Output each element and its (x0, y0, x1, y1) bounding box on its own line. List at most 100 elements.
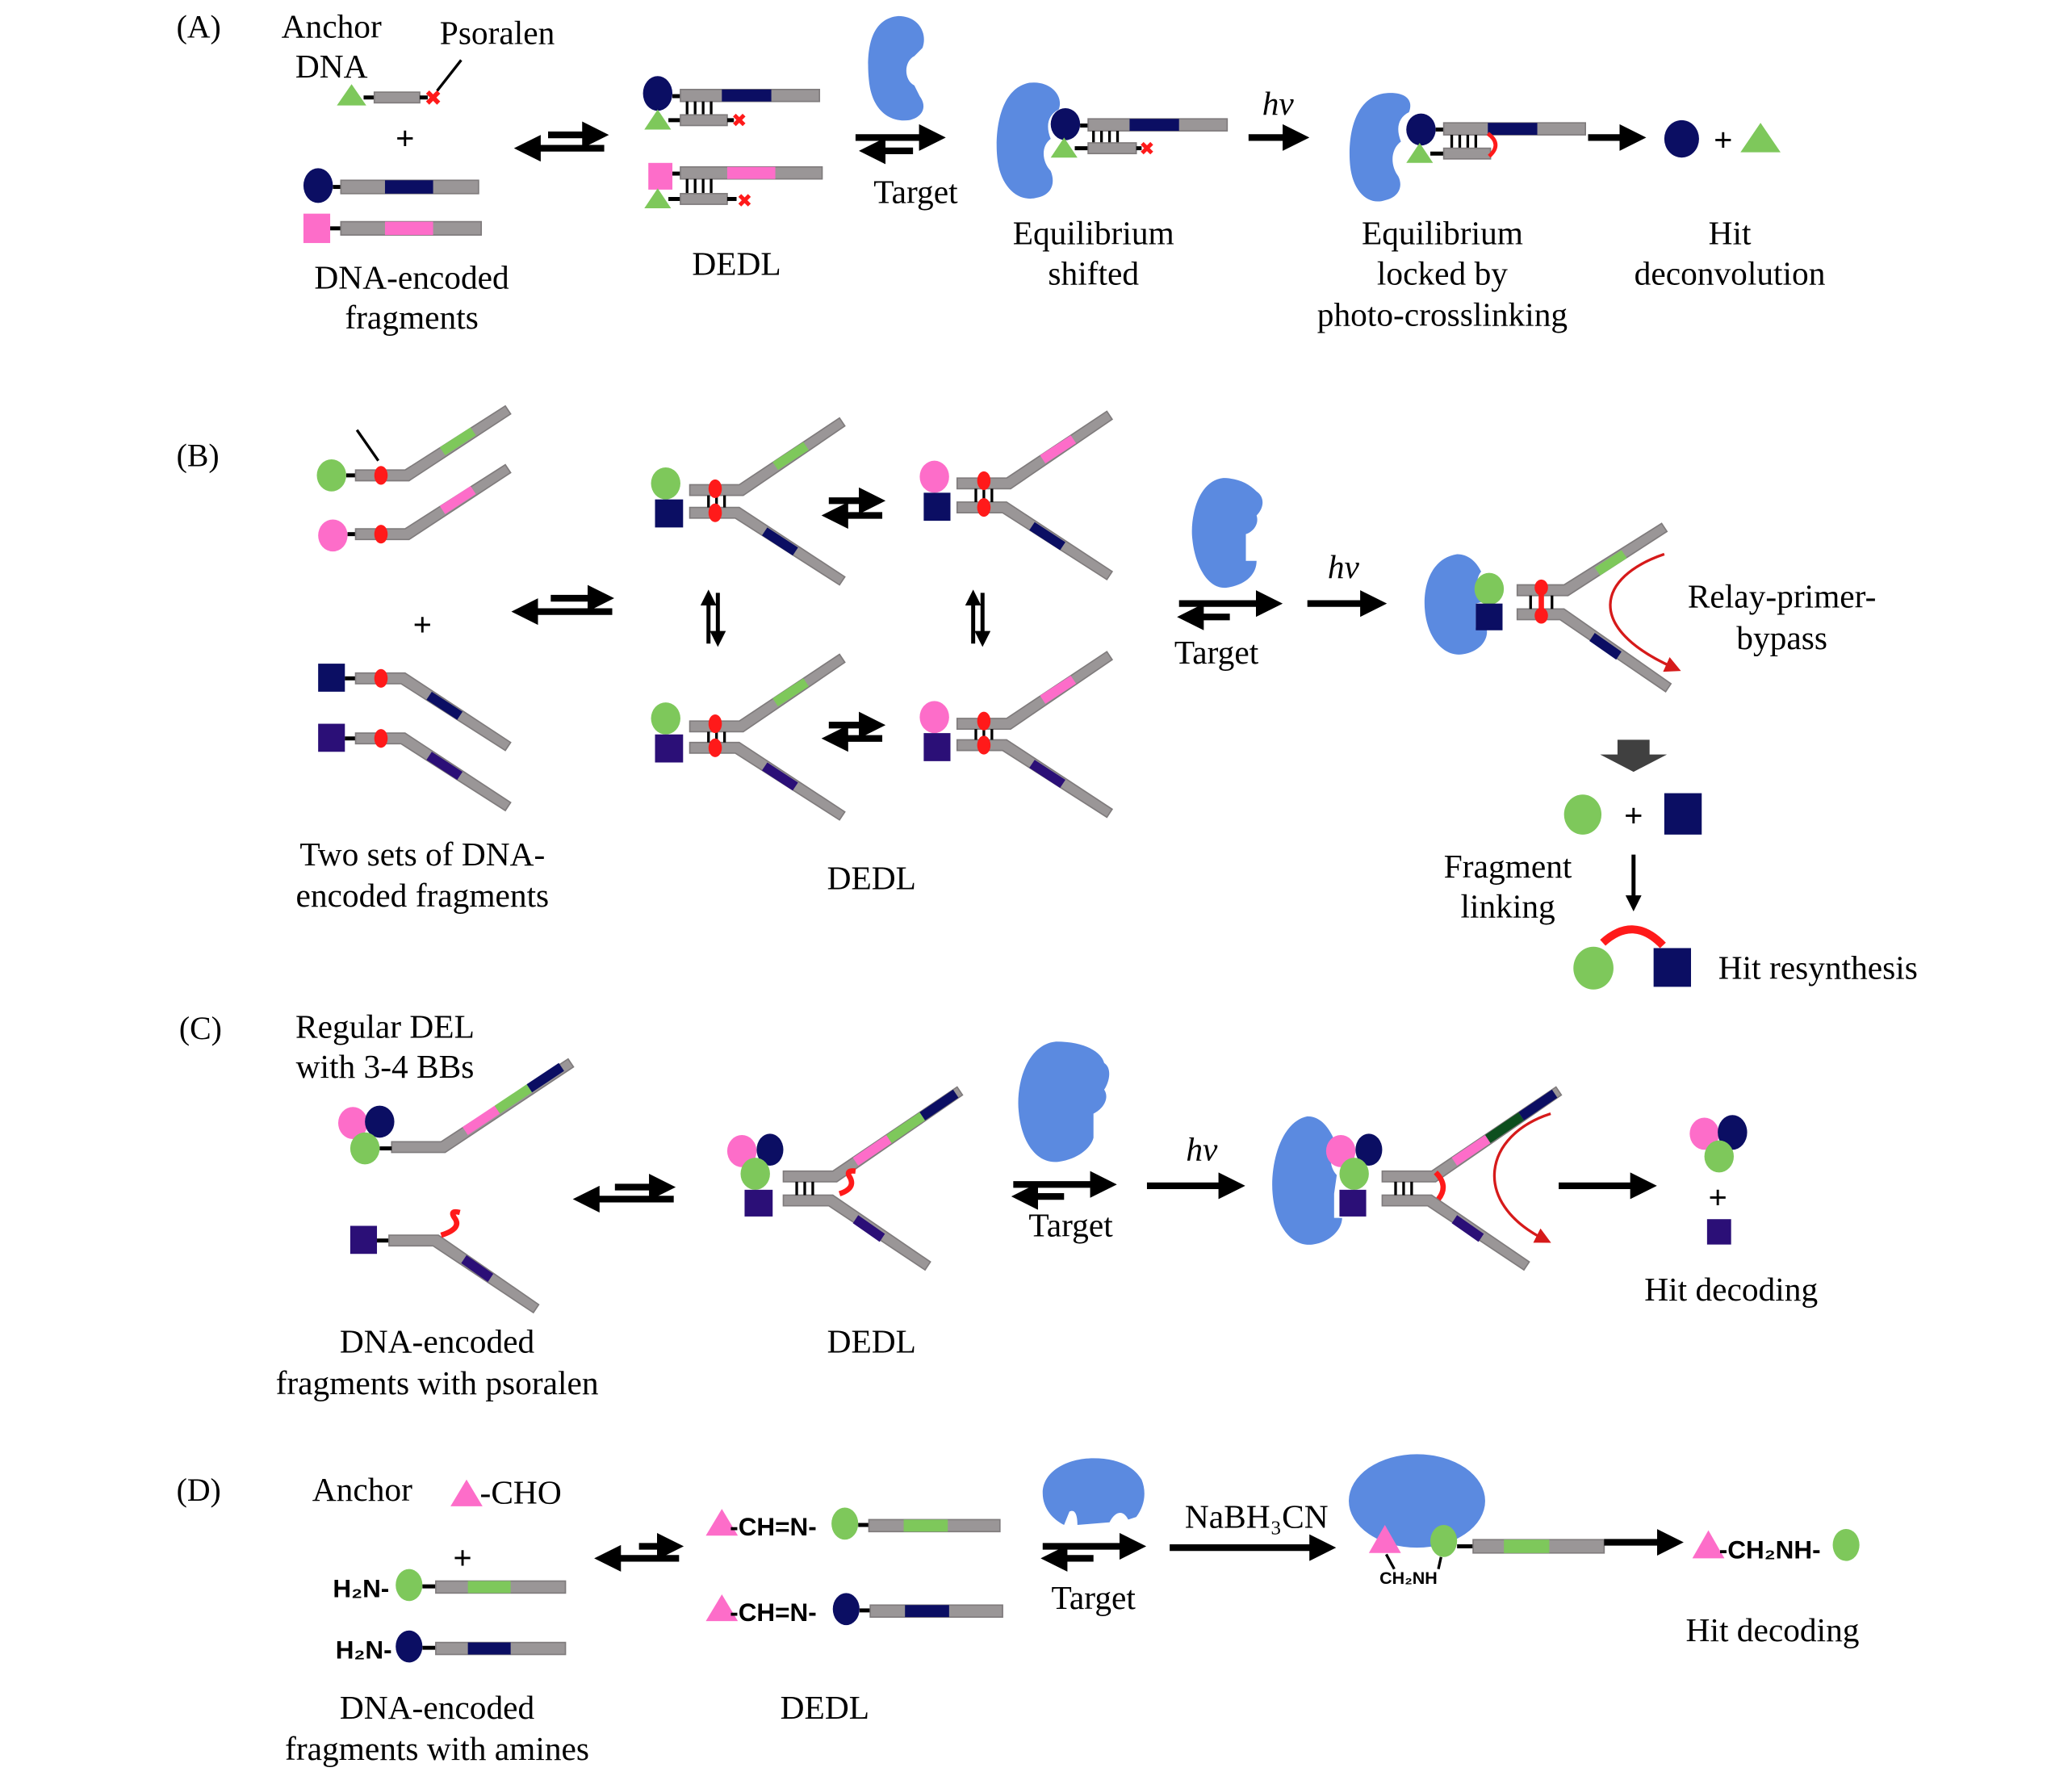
dedl-duplex-navy: ✖ (643, 76, 821, 132)
a-fragments-label-2: fragments (345, 299, 478, 336)
svg-text:H₂N-: H₂N- (333, 1574, 389, 1602)
panel-b-tag: (B) (177, 438, 220, 473)
linking-label-1: Fragment (1444, 848, 1572, 885)
svg-text:+: + (1714, 121, 1733, 158)
b-fragment-green (316, 404, 512, 492)
psoralen-pointer (436, 59, 463, 92)
svg-text:-CH=N-: -CH=N- (730, 1598, 816, 1627)
b-target-equilibrium-arrow (1177, 590, 1283, 630)
svg-text:H₂N-: H₂N- (336, 1636, 392, 1664)
d-bound-complex: CH₂NH (1349, 1454, 1605, 1588)
b-linking-fragments: + (1563, 793, 1702, 835)
c-decoded-hit: + (1689, 1115, 1748, 1245)
c-dedl-label: DEDL (827, 1323, 916, 1360)
c-target-protein-icon (1018, 1041, 1110, 1162)
d-anchor-label: Anchor (312, 1471, 412, 1508)
a-fragments-label-1: DNA-encoded (314, 258, 509, 295)
cho-label: -CHO (480, 1474, 562, 1511)
a-dedl-label: DEDL (692, 245, 781, 283)
anchor-dna: ✖ (337, 84, 442, 111)
a-target-label: Target (873, 173, 958, 210)
locked-label-2: locked by (1377, 254, 1508, 291)
svg-text:-CH=N-: -CH=N- (730, 1513, 816, 1541)
anchor-dna-label-1: Anchor (282, 7, 382, 44)
relay-label-2: bypass (1736, 619, 1827, 656)
panel-b: (B) + (177, 404, 1918, 990)
relay-primer-arrow (1609, 552, 1681, 672)
hit-deconvolution-products: + (1664, 119, 1781, 158)
d-fragments-label-2: fragments with amines (285, 1730, 589, 1767)
c-target-equilibrium-arrow (1011, 1171, 1117, 1210)
d-equilibrium-arrow (594, 1532, 684, 1572)
equilibrium-shifted-complex: ✖ (996, 82, 1229, 199)
d-target-label: Target (1052, 1579, 1136, 1616)
b-equilibrium-arrow (511, 584, 614, 626)
equilibrium-arrow (513, 121, 609, 162)
b-hv-label: hv (1328, 548, 1360, 585)
svg-text:+: + (1624, 797, 1643, 834)
anchor-dna-label-2: DNA (295, 48, 368, 85)
c-bound-complex (1272, 1086, 1563, 1271)
c-equilibrium-arrow (572, 1173, 676, 1213)
panel-d-tag: (D) (177, 1472, 221, 1508)
d-decoding-label: Hit decoding (1686, 1611, 1860, 1648)
d-plus-sign: + (453, 1539, 472, 1577)
dedl-green-navy (651, 417, 846, 586)
relay-label-1: Relay-primer- (1688, 578, 1877, 615)
target-protein-icon (868, 15, 924, 121)
panel-d: (D) Anchor -CHO + H₂N- H₂N- DNA-encoded … (177, 1454, 1860, 1767)
d-imine-navy: -CH=N- (705, 1593, 1003, 1627)
d-imine-green: -CH=N- (705, 1507, 1001, 1541)
panel-a: (A) Anchor DNA Psoralen ✖ + DNA-encoded (177, 7, 1826, 336)
reagent-label: NaBH₃CN (1185, 1497, 1329, 1535)
pink-square-icon (303, 213, 331, 244)
svg-text:+: + (1708, 1179, 1727, 1216)
navy-circle-icon (303, 168, 333, 203)
panel-c: (C) Regular DEL with 3-4 BBs DNA-encoded… (179, 1007, 1818, 1401)
dedl-duplex-pink: ✖ (644, 162, 823, 212)
svg-text:✖: ✖ (1139, 138, 1154, 160)
c-target-label: Target (1028, 1207, 1113, 1244)
dedl-exchange-arrows (700, 487, 991, 752)
b-target-label: Target (1174, 634, 1259, 671)
regular-del-member (338, 1058, 575, 1165)
c-fragments-label-1: DNA-encoded (340, 1323, 535, 1360)
dedl-green-purple (651, 653, 846, 821)
target-equilibrium-arrow (855, 124, 946, 165)
linking-label-2: linking (1460, 887, 1555, 924)
locked-label-3: photo-crosslinking (1317, 296, 1568, 333)
panel-c-tag: (C) (179, 1011, 222, 1046)
d-target-equilibrium-arrow (1040, 1532, 1147, 1572)
fragment-navy (303, 168, 479, 203)
b-fragments-label-2: encoded fragments (295, 877, 549, 914)
c-psoralen-fragment (350, 1208, 540, 1314)
deconvolution-label-1: Hit (1709, 215, 1752, 252)
b-fragment-purple (318, 723, 512, 812)
dedl-pink-navy (919, 410, 1114, 581)
b-fragments-label-1: Two sets of DNA- (299, 836, 545, 873)
svg-text:CH₂NH: CH₂NH (1379, 1569, 1438, 1588)
resynthesis-label: Hit resynthesis (1718, 949, 1918, 986)
d-amine-fragment-navy: H₂N- (336, 1630, 567, 1664)
regular-del-label-1: Regular DEL (295, 1007, 475, 1045)
c-dedl-complex (726, 1086, 964, 1271)
c-decoding-label: Hit decoding (1644, 1271, 1818, 1308)
d-decoded-hit: -CH₂NH- (1692, 1528, 1860, 1564)
dna-strand (373, 91, 421, 104)
b-fragment-pink (318, 463, 512, 552)
svg-text:✖: ✖ (737, 190, 752, 212)
panel-a-tag: (A) (177, 9, 221, 44)
b-plus-sign: + (413, 605, 433, 643)
d-dedl-label: DEDL (781, 1689, 869, 1726)
b-fragment-navy (318, 664, 512, 752)
locked-complex (1349, 93, 1586, 202)
b-linked-hit (1573, 925, 1692, 990)
c-fragments-label-2: fragments with psoralen (276, 1364, 599, 1401)
dedl-pink-purple (919, 651, 1114, 819)
locked-label-1: Equilibrium (1362, 215, 1523, 252)
plus-sign: + (396, 119, 415, 157)
block-down-arrow-icon (1600, 739, 1668, 773)
psoralen-icon: ✖ (424, 86, 442, 111)
c-hv-label: hv (1186, 1130, 1218, 1167)
